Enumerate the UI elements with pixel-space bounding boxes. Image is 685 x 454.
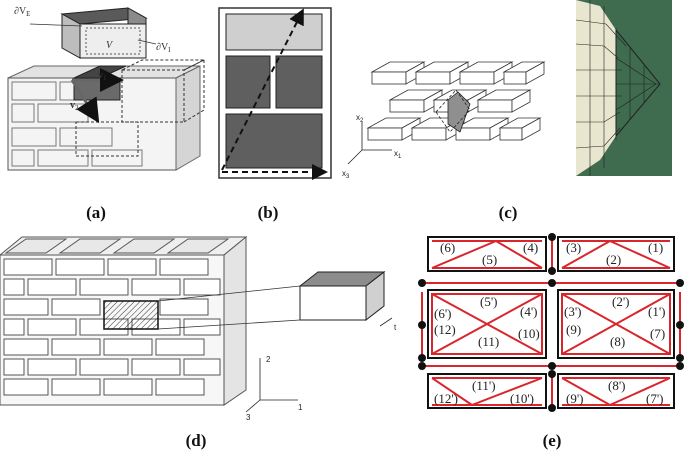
label-5: (5) — [482, 252, 497, 267]
caption-a: (a) — [86, 203, 106, 222]
label-2p: (2') — [612, 294, 630, 309]
label-4: (4) — [523, 240, 538, 255]
label-12: (12) — [434, 322, 456, 337]
dve-label: ∂V — [14, 6, 27, 17]
svg-text:∂VI: ∂VI — [156, 42, 171, 54]
axis-3-label: 3 — [246, 413, 251, 422]
v1-sub: 1 — [103, 74, 107, 82]
brick-row-back — [370, 61, 546, 85]
panel-d-wall — [0, 235, 248, 406]
t-label: t — [394, 323, 397, 332]
label-9: (9) — [566, 322, 581, 337]
panel-d-leaders — [157, 285, 301, 330]
svg-text:v1: v1 — [98, 70, 107, 82]
v2-sub: 2 — [75, 104, 79, 112]
rve-brick — [29, 7, 157, 59]
label-11: (11) — [478, 334, 499, 349]
label-2: (2) — [606, 252, 621, 267]
label-10p: (10') — [510, 391, 534, 406]
label-1p: (1') — [648, 304, 666, 319]
label-1: (1) — [648, 240, 663, 255]
svg-text:x2: x2 — [356, 113, 364, 124]
x2-sub: 2 — [360, 118, 364, 124]
axis-2-label: 2 — [266, 355, 271, 364]
panel-c-axes — [347, 122, 392, 165]
dvi-sub: I — [168, 46, 171, 54]
x3-sub: 3 — [346, 174, 350, 180]
svg-text:x3: x3 — [342, 169, 350, 180]
v-label: V — [106, 40, 114, 51]
label-4p: (4') — [520, 304, 538, 319]
label-6: (6) — [440, 240, 455, 255]
x3-label: x — [342, 169, 346, 178]
panel-d-axes — [245, 358, 298, 413]
x1-label: x — [394, 149, 398, 158]
label-6p: (6') — [434, 306, 452, 321]
svg-text:x1: x1 — [394, 149, 402, 160]
dvi-label: ∂V — [156, 42, 169, 53]
panel-d-unit — [298, 270, 393, 327]
label-12p: (12') — [434, 391, 458, 406]
panel-c-bricks — [366, 61, 546, 141]
x1-sub: 1 — [398, 154, 402, 160]
label-11p: (11') — [472, 378, 496, 393]
label-8p: (8') — [608, 378, 626, 393]
caption-b: (b) — [258, 203, 279, 222]
label-3p: (3') — [564, 304, 582, 319]
label-9p: (9') — [566, 391, 584, 406]
label-5p: (5') — [480, 294, 498, 309]
fem-mesh — [575, 0, 672, 176]
masonry-wall-3d — [7, 59, 205, 171]
panel-a: ∂VE V ∂VI — [7, 6, 205, 171]
caption-d: (d) — [186, 431, 207, 450]
v1-label: v — [98, 70, 103, 81]
label-7: (7) — [650, 326, 665, 341]
v2-label: v — [70, 100, 75, 111]
label-3: (3) — [566, 240, 581, 255]
svg-text:∂VE: ∂VE — [14, 6, 30, 18]
panel-e-bricks — [418, 233, 684, 412]
label-8: (8) — [610, 334, 625, 349]
caption-c: (c) — [499, 203, 518, 222]
axis-1-label: 1 — [298, 403, 303, 412]
dve-sub: E — [26, 10, 30, 18]
x2-label: x — [356, 113, 360, 122]
label-10: (10) — [518, 326, 540, 341]
panel-b — [218, 7, 332, 180]
svg-text:v2: v2 — [70, 100, 79, 112]
panel-e-labels: (6) (5) (4) (3) (2) (1) (6') (5') (4') (… — [434, 240, 666, 406]
label-7p: (7') — [646, 391, 664, 406]
caption-e: (e) — [543, 431, 562, 450]
